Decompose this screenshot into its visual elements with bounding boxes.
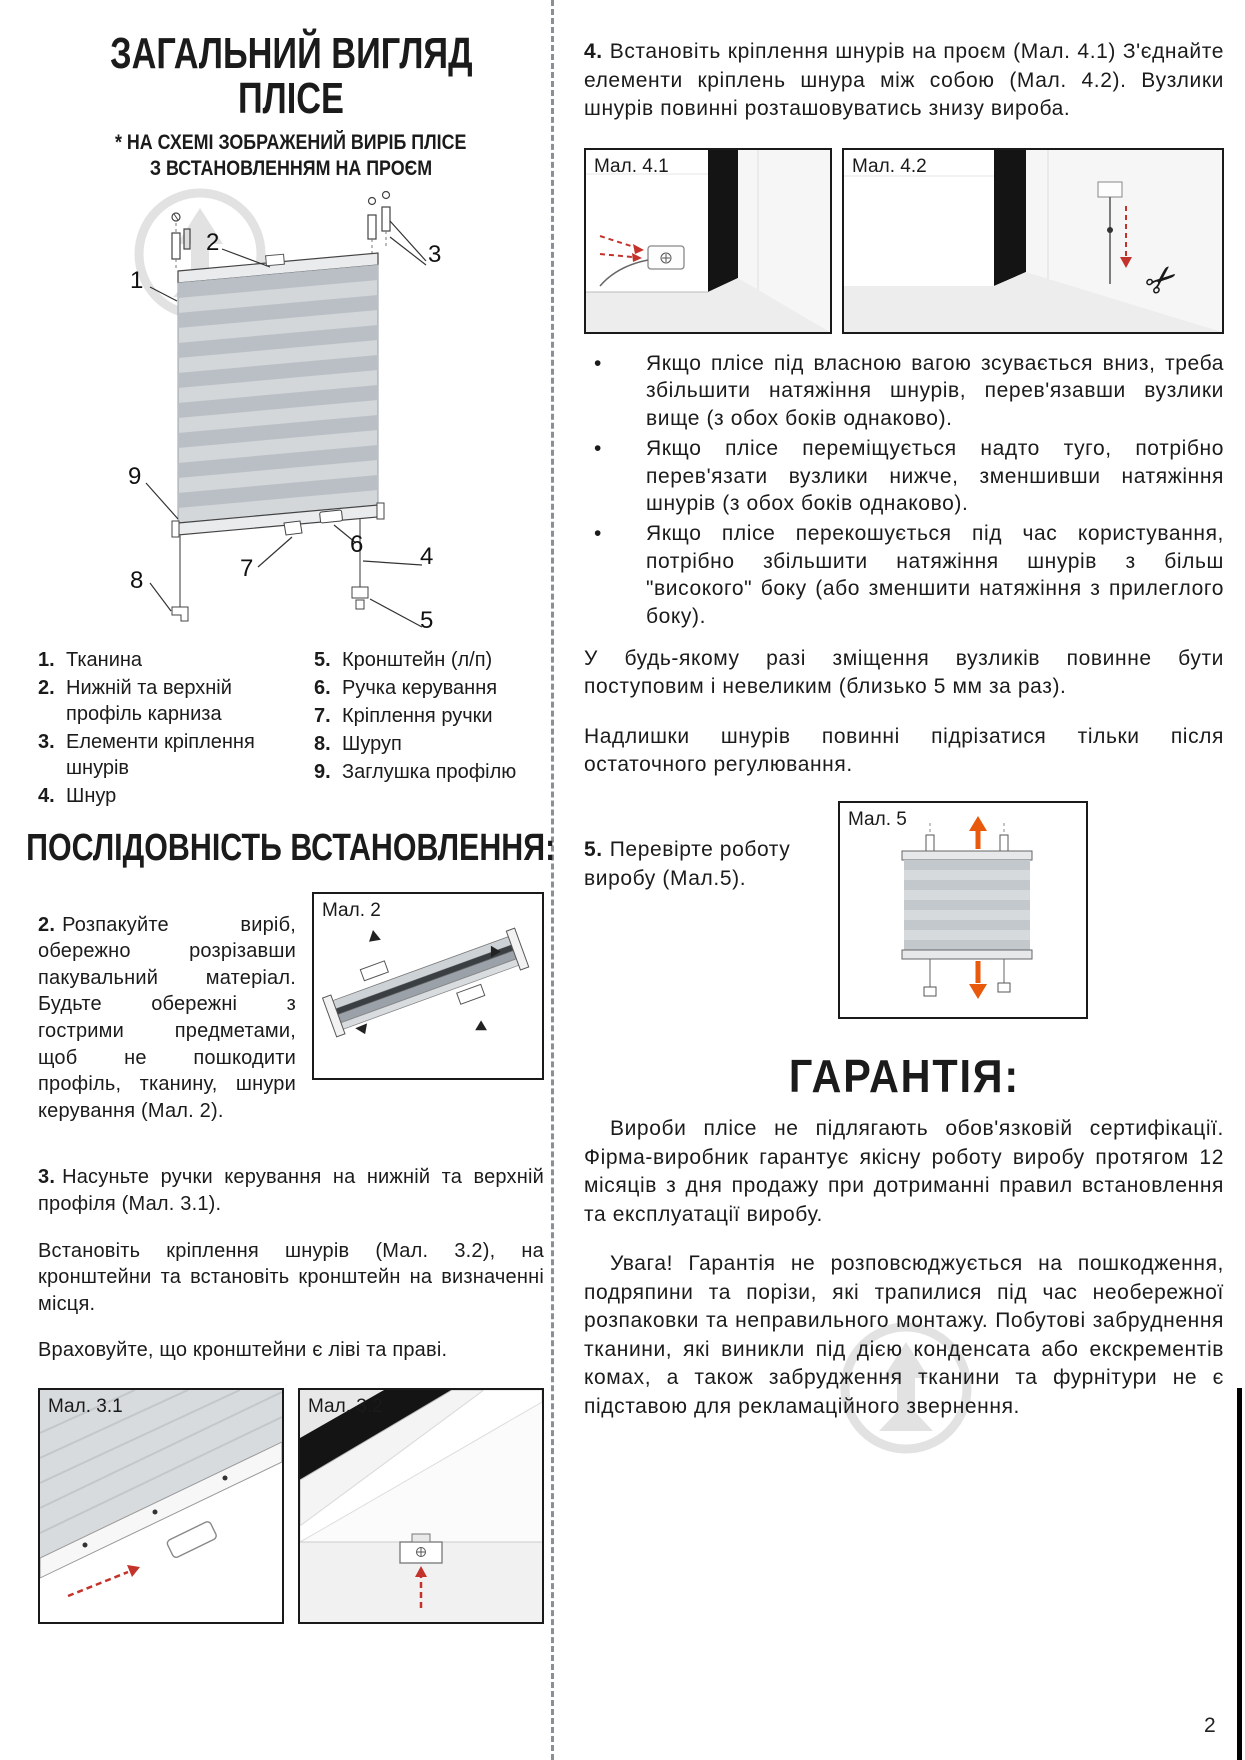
- step-3-paragraph-3: Враховуйте, що кронштейни є ліві та прав…: [38, 1339, 448, 1362]
- step-2-paragraph: 2.Розпакуйте виріб, обережно розрізавши …: [38, 913, 296, 1122]
- figure-5: Мал. 5: [838, 801, 1088, 1020]
- figure-3-1-label: Мал. 3.1: [48, 1395, 123, 1417]
- figures-3-row: Мал. 3.1: [38, 1387, 544, 1624]
- figures-4-row: Мал. 4.1: [584, 147, 1224, 334]
- adjustment-bullet-list: • Якщо плісе під власною вагою зсуваєтьс…: [584, 350, 1224, 631]
- step-3-paragraph-1: 3.Насуньте ручки керування на нижній та …: [38, 1166, 544, 1215]
- page-edge-line: [1237, 1388, 1242, 1760]
- callout-7: 7: [240, 554, 254, 582]
- left-column: ЗАГАЛЬНИЙ ВИГЛЯД ПЛІСЕ * НА СХЕМІ ЗОБРАЖ…: [26, 0, 556, 1624]
- figure-3-2-illustration: [299, 1389, 543, 1622]
- figure-3-2: Мал. 3.2: [298, 1387, 544, 1624]
- legend-column-2: 5.Кронштейн (л/п) 6.Ручка керування 7.Кр…: [314, 647, 542, 809]
- legend-item: 7.Кріплення ручки: [314, 704, 493, 727]
- title-line-2: ПЛІСЕ: [238, 73, 344, 123]
- step-2-row: 2.Розпакуйте виріб, обережно розрізавши …: [38, 891, 544, 1145]
- section-title-installation: ПОСЛІДОВНІСТЬ ВСТАНОВЛЕННЯ:: [26, 826, 556, 869]
- legend-item: 6.Ручка керування: [314, 676, 498, 699]
- legend-item: 2.Нижній та верхній профіль карниза: [38, 676, 232, 725]
- legend: 1.Тканина 2.Нижній та верхній профіль ка…: [38, 647, 544, 809]
- legend-item: 1.Тканина: [38, 648, 143, 671]
- figure-4-2-illustration: ✂: [844, 149, 1222, 332]
- step-5-row: 5.Перевірте роботу виробу (Мал.5). Мал. …: [584, 801, 1224, 1020]
- page-number: 2: [1204, 1714, 1216, 1737]
- legend-item: 4.Шнур: [38, 784, 117, 807]
- step-5-paragraph: 5.Перевірте роботу виробу (Мал.5).: [584, 838, 791, 890]
- callout-9: 9: [128, 462, 142, 490]
- bullet-marker: •: [594, 351, 602, 375]
- figure-5-illustration: [901, 816, 1033, 1000]
- callout-2: 2: [206, 228, 220, 256]
- subtitle-line-1: * НА СХЕМІ ЗОБРАЖЕНИЙ ВИРІБ ПЛІСЕ: [115, 130, 467, 154]
- legend-item: 9.Заглушка профілю: [314, 760, 517, 783]
- figure-3-2-label: Мал. 3.2: [308, 1395, 383, 1417]
- note-paragraph-1: У будь-якому разі зміщення вузликів пови…: [584, 646, 1224, 699]
- column-divider: [551, 0, 554, 1760]
- warranty-paragraph-2: Увага! Гарантія не розповсюджується на п…: [584, 1252, 1224, 1418]
- page-subtitle: * НА СХЕМІ ЗОБРАЖЕНИЙ ВИРІБ ПЛІСЕ З ВСТА…: [38, 130, 544, 183]
- legend-item: 5.Кронштейн (л/п): [314, 648, 493, 671]
- bullet-item-3: • Якщо плісе перекошується під час корис…: [584, 520, 1224, 631]
- bullet-item-1: • Якщо плісе під власною вагою зсуваєтьс…: [584, 350, 1224, 433]
- figure-4-1: Мал. 4.1: [584, 147, 832, 334]
- figure-4-1-illustration: [586, 149, 830, 332]
- step-3-paragraph-2: Встановіть кріплення шнурів (Мал. 3.2), …: [38, 1239, 544, 1315]
- step-4-paragraph: 4.Встановіть кріплення шнурів на проєм (…: [584, 40, 1224, 121]
- callout-8: 8: [130, 566, 144, 594]
- figure-2: Мал. 2: [312, 891, 544, 1080]
- step-4-number: 4.: [584, 40, 603, 63]
- legend-item: 3.Елементи кріплення шнурів: [38, 730, 255, 779]
- bullet-item-2: • Якщо плісе переміщується надто туго, п…: [584, 435, 1224, 518]
- callout-4: 4: [420, 542, 434, 570]
- figure-2-label: Мал. 2: [322, 899, 381, 921]
- subtitle-line-2: З ВСТАНОВЛЕННЯМ НА ПРОЄМ: [149, 157, 433, 181]
- step-5-number: 5.: [584, 838, 603, 862]
- warranty-paragraph-1: Вироби плісе не підлягають обов'язковій …: [584, 1117, 1224, 1226]
- callout-5: 5: [420, 606, 434, 634]
- legend-item: 8.Шуруп: [314, 732, 402, 755]
- figure-3-1-illustration: [39, 1389, 283, 1598]
- warranty-title: ГАРАНТІЯ:: [788, 1050, 1020, 1103]
- legend-column-1: 1.Тканина 2.Нижній та верхній профіль ка…: [38, 647, 300, 809]
- figure-4-2-label: Мал. 4.2: [852, 155, 927, 177]
- callout-3: 3: [428, 240, 442, 268]
- watermark-emblem-icon: [840, 1322, 972, 1454]
- title-line-1: ЗАГАЛЬНИЙ ВИГЛЯД: [109, 29, 473, 78]
- figure-3-1: Мал. 3.1: [38, 1387, 284, 1624]
- brand-watermark-icon: [836, 1318, 976, 1458]
- callout-1: 1: [130, 266, 144, 294]
- right-column: 4.Встановіть кріплення шнурів на проєм (…: [584, 0, 1224, 1442]
- step-2-number: 2.: [38, 913, 56, 936]
- callout-6: 6: [350, 530, 364, 558]
- figure-4-1-label: Мал. 4.1: [594, 155, 669, 177]
- figure-2-illustration: [321, 927, 530, 1038]
- blind-diagram-illustration: [145, 190, 427, 628]
- blind-overview-diagram: 1 2 3 4 5 6 7 8 9: [38, 183, 544, 643]
- step-3-block: 3.Насуньте ручки керування на нижній та …: [38, 1164, 544, 1364]
- note-paragraph-2: Надлишки шнурів повинні підрізатися тіль…: [584, 724, 1224, 777]
- bullet-marker: •: [594, 521, 602, 545]
- bullet-marker: •: [594, 436, 602, 460]
- step-3-number: 3.: [38, 1166, 56, 1189]
- page-title: ЗАГАЛЬНИЙ ВИГЛЯД ПЛІСЕ: [38, 29, 544, 123]
- figure-4-2: Мал. 4.2 ✂: [842, 147, 1224, 334]
- figure-5-label: Мал. 5: [848, 809, 907, 831]
